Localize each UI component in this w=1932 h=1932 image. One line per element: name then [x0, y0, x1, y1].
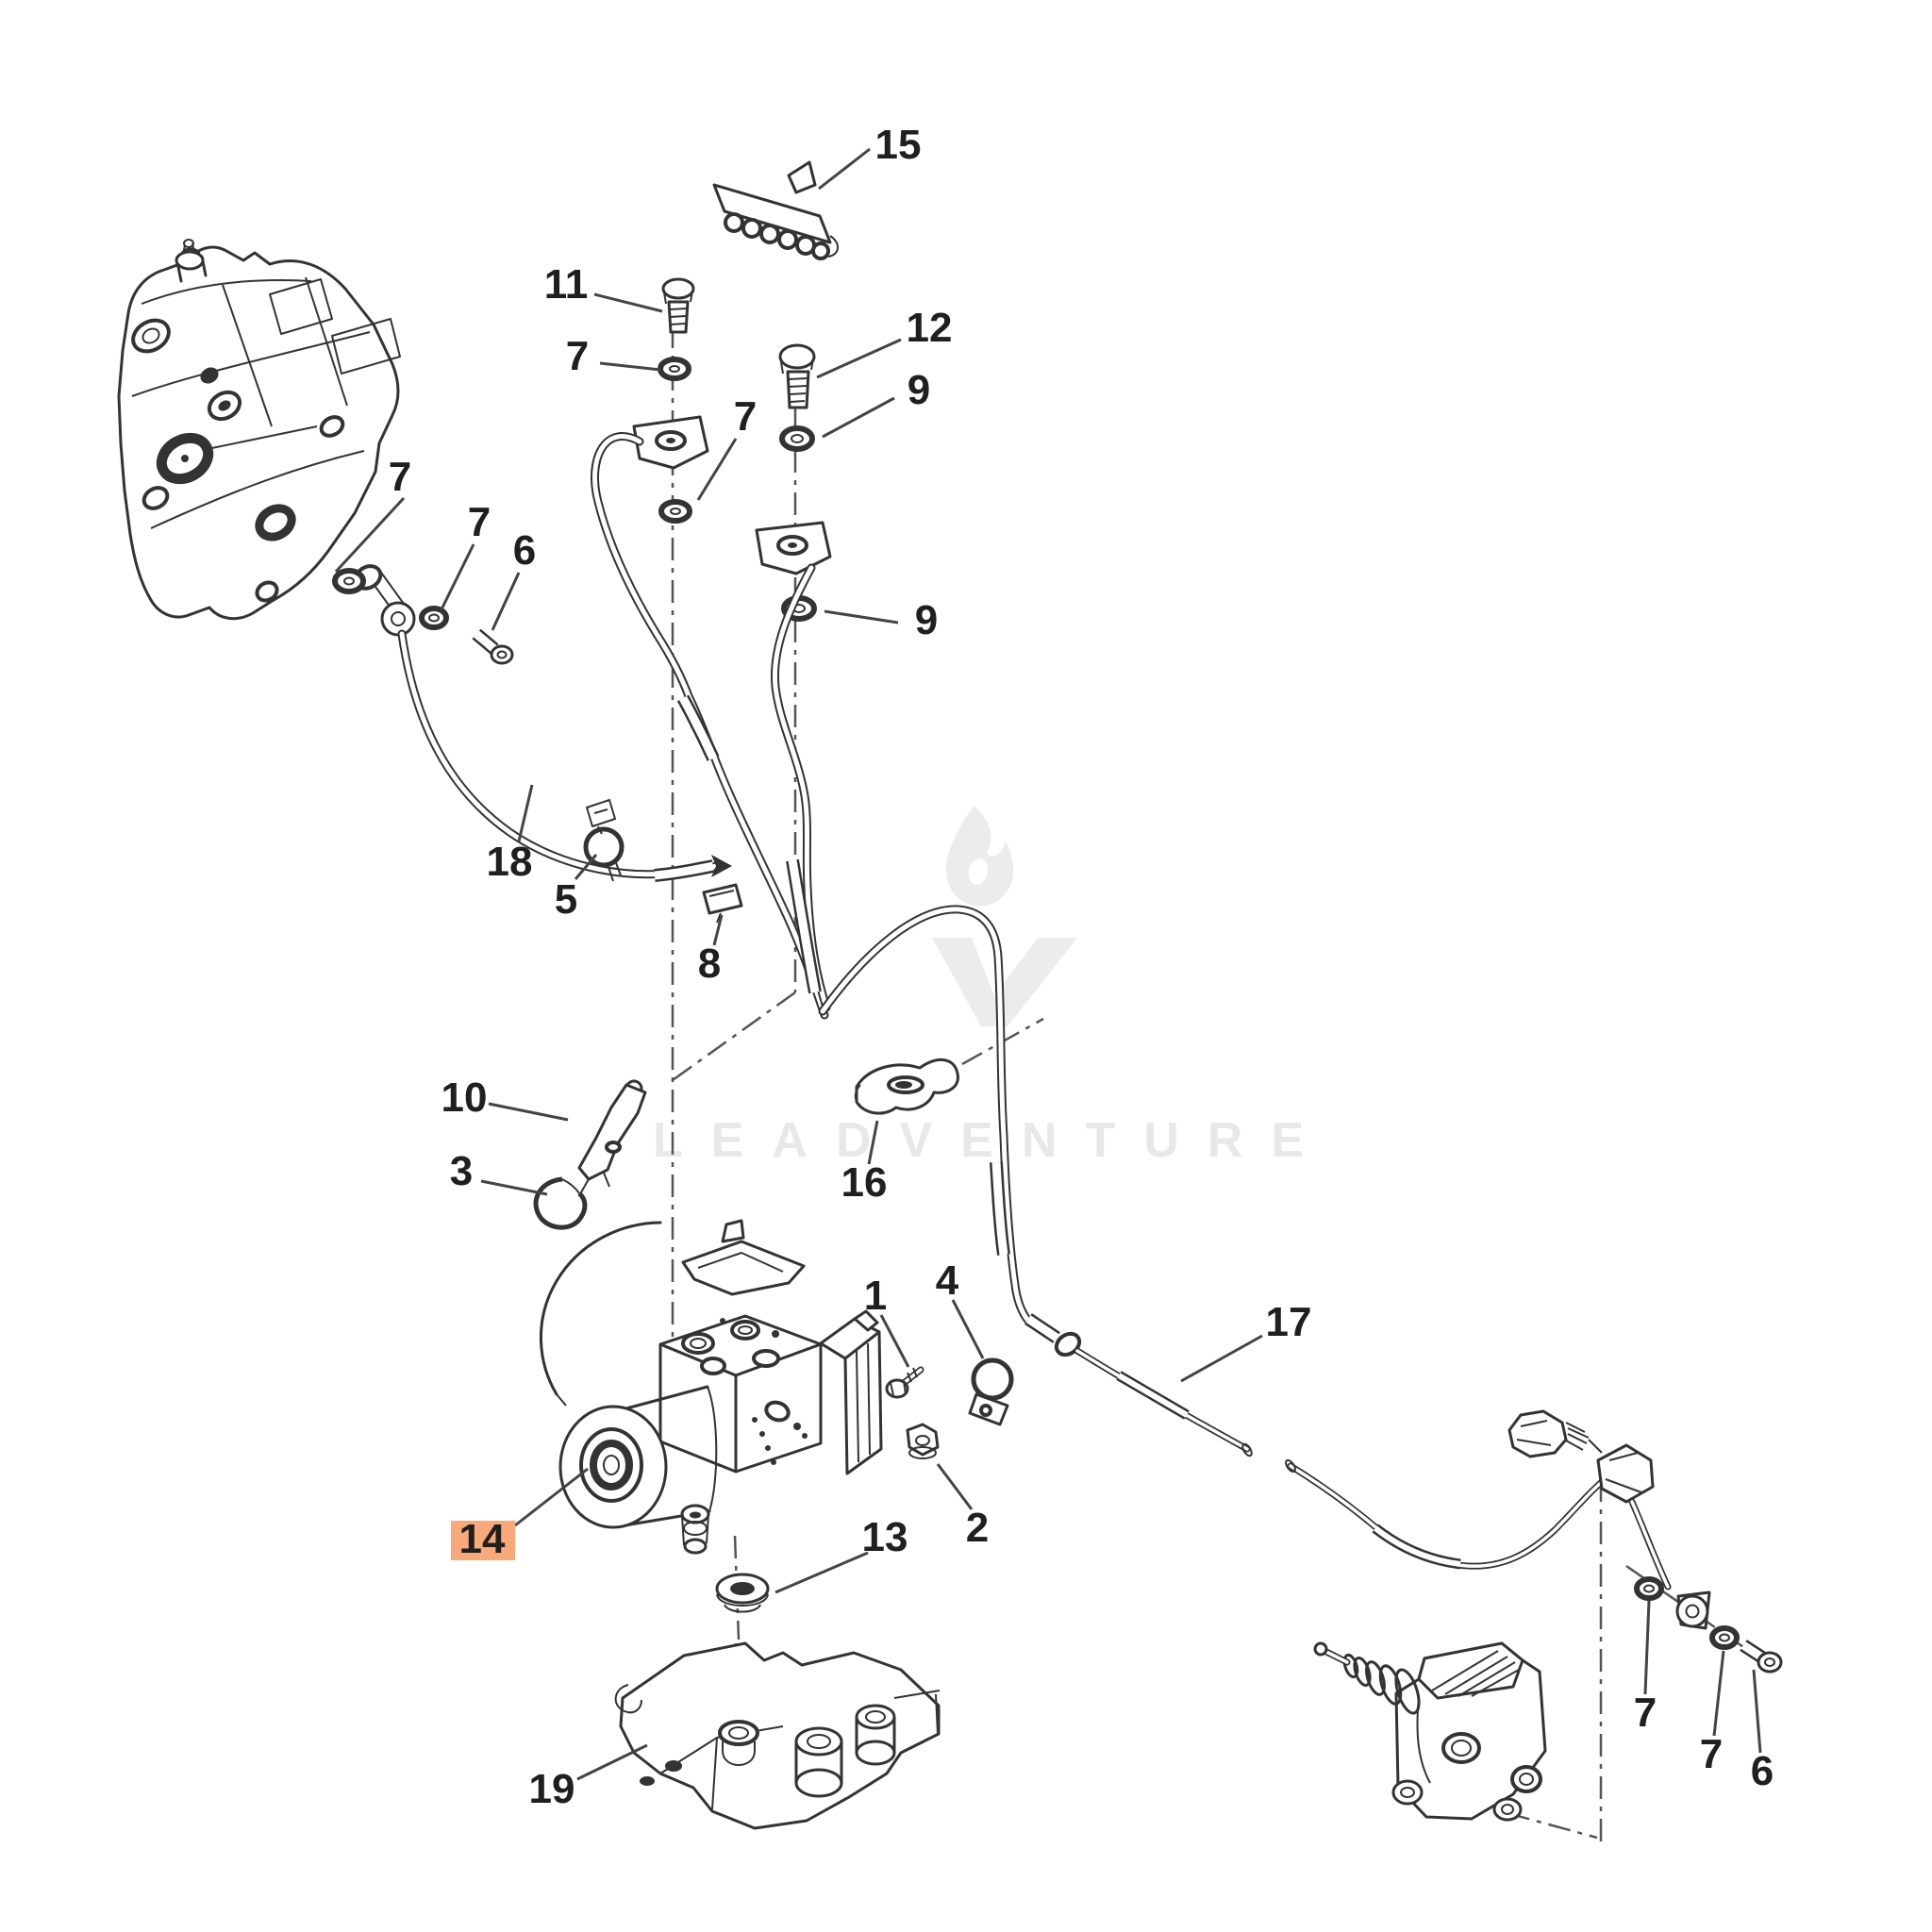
callout-11[interactable]: 11	[544, 261, 589, 308]
callout-leader-2	[936, 1463, 974, 1510]
callout-leader-9	[824, 609, 899, 625]
callout-leader-6	[1752, 1669, 1762, 1754]
assembly-arrow	[711, 855, 732, 877]
retainer-clip-3	[533, 1176, 588, 1230]
sealing-washer-7-cal-left	[332, 568, 366, 594]
callout-leader-15	[818, 147, 871, 191]
callout-9[interactable]: 9	[915, 597, 938, 643]
brake-hose-upper-loop	[591, 432, 829, 1020]
p-clamp-4	[968, 1357, 1014, 1426]
sealing-washer-9-upper	[779, 425, 815, 452]
sealing-washer-7-upper	[658, 357, 691, 381]
callout-leader-7	[334, 496, 406, 574]
callout-7[interactable]: 7	[1700, 1731, 1723, 1777]
callout-leader-1	[879, 1314, 910, 1368]
callout-leader-12	[816, 338, 902, 379]
brake-pipe-17	[1074, 1347, 1711, 1630]
callout-1[interactable]: 1	[864, 1273, 887, 1319]
callout-5[interactable]: 5	[555, 876, 577, 923]
callout-leader-16	[867, 1120, 879, 1165]
callout-leader-8	[712, 914, 724, 946]
callout-7[interactable]: 7	[1634, 1690, 1657, 1736]
bracket-10	[577, 1079, 647, 1193]
callout-leader-7	[599, 361, 661, 372]
callout-leader-13	[774, 1551, 869, 1594]
sealing-washer-7-mc-left	[1634, 1576, 1664, 1601]
callout-leader-11	[593, 292, 663, 313]
banjo-bolt-6-cal	[472, 628, 514, 665]
sealing-washer-7-mc-right	[1709, 1625, 1740, 1650]
hose-eyelet-lower	[755, 521, 832, 575]
callout-12[interactable]: 12	[907, 305, 953, 351]
cable-clip-8	[702, 883, 743, 924]
callout-7[interactable]: 7	[734, 393, 757, 440]
callout-15[interactable]: 15	[875, 122, 922, 168]
bolt-1	[885, 1366, 924, 1399]
callout-17[interactable]: 17	[1266, 1299, 1312, 1345]
callout-18[interactable]: 18	[487, 839, 533, 885]
hose-clip-5	[583, 799, 625, 882]
banjo-bolt-12	[778, 343, 816, 409]
caliper-bleeder-valve	[175, 239, 208, 283]
bracket-16	[854, 1058, 959, 1115]
watermark-text: LEADVENTURE	[653, 1113, 1332, 1168]
brake-hose-lower-loop	[770, 563, 831, 1012]
callout-7[interactable]: 7	[389, 454, 411, 500]
callout-leader-17	[1180, 1334, 1263, 1383]
banjo-bolt-11	[661, 277, 695, 334]
brake-hose-main-run	[818, 905, 1082, 1357]
sealing-washer-7-lower	[658, 499, 692, 524]
callout-leader-3	[480, 1179, 548, 1196]
sealing-washer-7-cal-right	[419, 606, 449, 630]
flange-nut-2	[906, 1423, 940, 1459]
abs-module-14	[539, 1219, 883, 1555]
rear-master-cylinder	[1313, 1641, 1547, 1822]
callout-leader-14	[514, 1467, 589, 1527]
highlight-box-14	[451, 1521, 515, 1560]
front-brake-caliper	[117, 239, 405, 621]
hose-eyelet-upper	[632, 415, 709, 470]
callout-6[interactable]: 6	[513, 527, 536, 574]
watermark-logo	[932, 806, 1077, 1026]
callout-leader-7	[696, 438, 738, 501]
callout-9[interactable]: 9	[908, 367, 930, 413]
hose-guide-15	[712, 160, 839, 260]
callout-7[interactable]: 7	[468, 499, 491, 545]
callout-14[interactable]: 14	[459, 1516, 506, 1562]
callout-leader-7	[440, 543, 475, 610]
callout-7[interactable]: 7	[566, 333, 589, 379]
callout-2[interactable]: 2	[966, 1505, 989, 1551]
callout-4[interactable]: 4	[936, 1257, 959, 1304]
callout-6[interactable]: 6	[1751, 1748, 1774, 1794]
callout-leader-5	[574, 854, 598, 880]
grommet-13	[715, 1573, 770, 1613]
callout-leader-7	[1712, 1650, 1725, 1737]
assembly-centerlines	[671, 325, 1774, 1841]
callout-19[interactable]: 19	[529, 1766, 575, 1812]
callout-8[interactable]: 8	[698, 941, 721, 987]
callout-leader-18	[517, 784, 534, 842]
callout-13[interactable]: 13	[862, 1514, 908, 1560]
callout-leader-9	[822, 396, 895, 439]
callout-3[interactable]: 3	[450, 1148, 473, 1194]
callout-10[interactable]: 10	[441, 1074, 488, 1121]
callout-leader-6	[491, 572, 521, 631]
front-brake-hose-18	[380, 601, 732, 882]
callout-leader-19	[576, 1743, 648, 1781]
pressure-switch	[1507, 1409, 1603, 1458]
callout-16[interactable]: 16	[841, 1159, 888, 1206]
callout-leader-7	[1643, 1600, 1651, 1695]
callout-leader-4	[951, 1299, 985, 1359]
banjo-bolt-6-mc	[1740, 1640, 1783, 1674]
mounting-bracket-19	[614, 1641, 941, 1830]
callout-leader-10	[488, 1102, 569, 1122]
